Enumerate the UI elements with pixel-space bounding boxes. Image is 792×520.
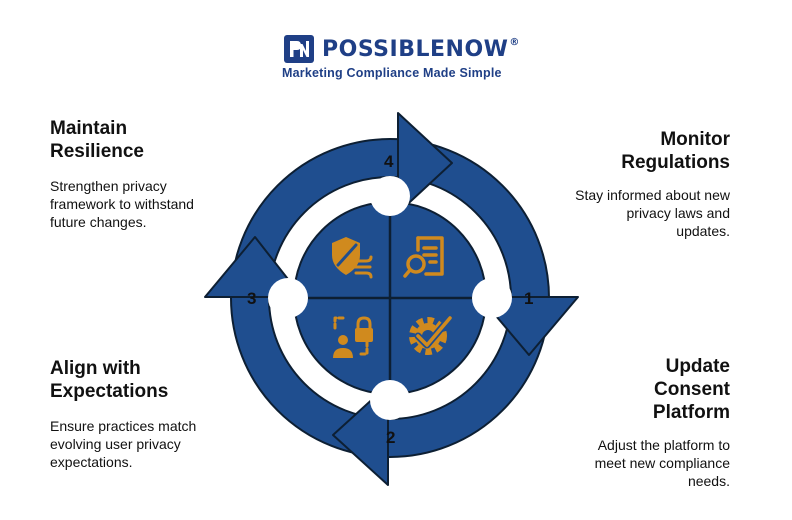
step-number-2: 2 (386, 428, 395, 447)
cycle-arrow-4 (397, 112, 453, 214)
gear-check-icon (409, 314, 454, 355)
step-3-block: Align with Expectations Ensure practices… (50, 357, 230, 471)
step-4-description: Strengthen privacy framework to withstan… (50, 178, 194, 230)
shield-wind-icon (332, 237, 373, 279)
step-1-block: Monitor Regulations Stay informed about … (570, 128, 730, 240)
step-1-title: Monitor Regulations (621, 129, 730, 173)
possiblenow-logo-icon (284, 35, 314, 63)
step-3-title: Align with Expectations (50, 358, 169, 402)
brand-logo: POSSIBLENOW® Marketing Compliance Made S… (282, 33, 542, 83)
document-search-icon (403, 236, 444, 278)
step-1-description: Stay informed about new privacy laws and… (575, 187, 730, 239)
step-3-description: Ensure practices match evolving user pri… (50, 418, 197, 470)
step-2-block: Update Consent Platform Adjust the platf… (570, 355, 730, 490)
registered-mark: ® (509, 37, 520, 48)
brand-tagline: Marketing Compliance Made Simple (282, 66, 502, 80)
step-4-block: Maintain Resilience Strengthen privacy f… (50, 117, 230, 231)
step-number-4: 4 (384, 152, 394, 171)
step-2-description: Adjust the platform to meet new complian… (594, 437, 730, 489)
step-2-title: Update Consent Platform (652, 356, 730, 423)
user-lock-icon (333, 316, 373, 358)
step-number-3: 3 (247, 289, 256, 308)
brand-name: POSSIBLENOW® (322, 37, 520, 62)
step-number-1: 1 (524, 289, 533, 308)
step-4-title: Maintain Resilience (50, 118, 144, 162)
